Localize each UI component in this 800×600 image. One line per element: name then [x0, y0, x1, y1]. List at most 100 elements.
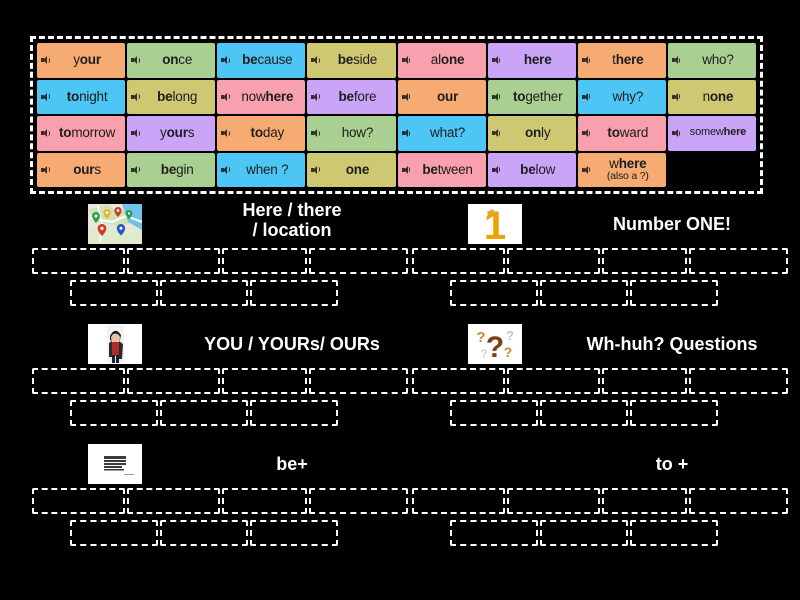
drop-slot[interactable] [689, 248, 788, 274]
drop-slot[interactable] [412, 368, 505, 394]
drop-slot[interactable] [222, 368, 307, 394]
speaker-icon[interactable] [221, 165, 230, 174]
drop-slot[interactable] [689, 368, 788, 394]
word-tile-below[interactable]: below [487, 152, 576, 187]
speaker-icon[interactable] [41, 56, 50, 65]
drop-slot[interactable] [32, 368, 125, 394]
word-tile-none[interactable]: none [667, 79, 756, 114]
word-tile-one[interactable]: one [307, 152, 396, 187]
speaker-icon[interactable] [311, 56, 320, 65]
word-tile-begin[interactable]: begin [127, 152, 216, 187]
word-tile-because[interactable]: because [217, 43, 306, 78]
word-tile-how-[interactable]: how? [307, 116, 396, 151]
speaker-icon[interactable] [221, 56, 230, 65]
speaker-icon[interactable] [401, 165, 411, 174]
drop-slot[interactable] [602, 488, 687, 514]
speaker-icon[interactable] [311, 165, 320, 174]
speaker-icon[interactable] [581, 92, 591, 101]
drop-slot[interactable] [507, 248, 600, 274]
drop-slot[interactable] [689, 488, 788, 514]
word-tile-tomorrow[interactable]: tomorrow [37, 116, 126, 151]
word-tile-before[interactable]: before [307, 79, 396, 114]
speaker-icon[interactable] [401, 92, 411, 101]
speaker-icon[interactable] [401, 56, 411, 65]
word-tile-today[interactable]: today [217, 116, 306, 151]
speaker-icon[interactable] [311, 92, 320, 101]
drop-slot[interactable] [309, 248, 408, 274]
drop-slot[interactable] [450, 400, 538, 426]
word-tile-why-[interactable]: why? [577, 79, 666, 114]
drop-slot[interactable] [412, 488, 505, 514]
drop-slot[interactable] [160, 280, 248, 306]
drop-slot[interactable] [250, 400, 338, 426]
drop-slot[interactable] [540, 280, 628, 306]
word-tile-ours[interactable]: ours [37, 152, 126, 187]
drop-slot[interactable] [127, 488, 220, 514]
word-tile-nowhere[interactable]: nowhere [217, 79, 306, 114]
word-tile-when-[interactable]: when ? [217, 152, 306, 187]
speaker-icon[interactable] [41, 92, 50, 101]
drop-slot[interactable] [412, 248, 505, 274]
drop-slot[interactable] [32, 488, 125, 514]
drop-slot[interactable] [127, 368, 220, 394]
drop-slot[interactable] [222, 488, 307, 514]
drop-slot[interactable] [309, 368, 408, 394]
drop-slot[interactable] [32, 248, 125, 274]
drop-slot[interactable] [602, 248, 687, 274]
drop-slot[interactable] [507, 368, 600, 394]
word-tile-only[interactable]: only [487, 116, 576, 151]
word-tile-where[interactable]: where(also a ?) [577, 152, 666, 187]
word-tile-toward[interactable]: toward [577, 116, 666, 151]
drop-slot[interactable] [160, 400, 248, 426]
drop-slot[interactable] [309, 488, 408, 514]
speaker-icon[interactable] [671, 129, 681, 138]
speaker-icon[interactable] [221, 129, 230, 138]
speaker-icon[interactable] [131, 165, 140, 174]
drop-slot[interactable] [127, 248, 220, 274]
speaker-icon[interactable] [491, 165, 501, 174]
word-tile-your[interactable]: your [37, 43, 126, 78]
drop-slot[interactable] [70, 280, 158, 306]
word-tile-yours[interactable]: yours [127, 116, 216, 151]
drop-slot[interactable] [222, 248, 307, 274]
word-tile-who-[interactable]: who? [667, 43, 756, 78]
speaker-icon[interactable] [491, 129, 501, 138]
speaker-icon[interactable] [131, 56, 140, 65]
speaker-icon[interactable] [41, 165, 50, 174]
drop-slot[interactable] [250, 520, 338, 546]
word-tile-what-[interactable]: what? [397, 116, 486, 151]
drop-slot[interactable] [450, 280, 538, 306]
speaker-icon[interactable] [41, 129, 50, 138]
word-tile-between[interactable]: between [397, 152, 486, 187]
speaker-icon[interactable] [671, 92, 681, 101]
speaker-icon[interactable] [401, 129, 411, 138]
speaker-icon[interactable] [581, 129, 591, 138]
word-tile-tonight[interactable]: tonight [37, 79, 126, 114]
speaker-icon[interactable] [581, 165, 591, 174]
speaker-icon[interactable] [581, 56, 591, 65]
speaker-icon[interactable] [671, 56, 681, 65]
drop-slot[interactable] [540, 520, 628, 546]
word-tile-beside[interactable]: beside [307, 43, 396, 78]
speaker-icon[interactable] [311, 129, 320, 138]
drop-slot[interactable] [507, 488, 600, 514]
speaker-icon[interactable] [491, 56, 501, 65]
drop-slot[interactable] [450, 520, 538, 546]
drop-slot[interactable] [630, 520, 718, 546]
drop-slot[interactable] [630, 280, 718, 306]
word-tile-there[interactable]: there [577, 43, 666, 78]
word-tile-belong[interactable]: belong [127, 79, 216, 114]
drop-slot[interactable] [602, 368, 687, 394]
drop-slot[interactable] [70, 520, 158, 546]
word-tile-alone[interactable]: alone [397, 43, 486, 78]
speaker-icon[interactable] [131, 92, 140, 101]
word-tile-here[interactable]: here [487, 43, 576, 78]
drop-slot[interactable] [630, 400, 718, 426]
word-tile-once[interactable]: once [127, 43, 216, 78]
drop-slot[interactable] [70, 400, 158, 426]
drop-slot[interactable] [250, 280, 338, 306]
speaker-icon[interactable] [131, 129, 140, 138]
word-tile-our[interactable]: our [397, 79, 486, 114]
drop-slot[interactable] [540, 400, 628, 426]
word-tile-together[interactable]: together [487, 79, 576, 114]
